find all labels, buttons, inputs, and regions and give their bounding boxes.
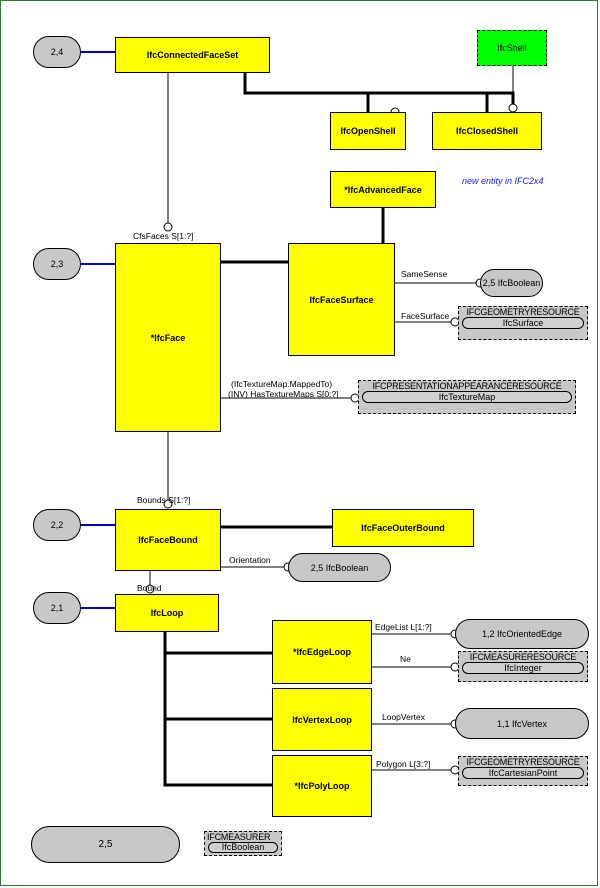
supertype-line-shell (243, 72, 515, 108)
ext-schema-name: IFCMEASURER (207, 832, 271, 842)
attr-texture-mapped-to: (IfcTextureMap.MappedTo) (231, 379, 333, 389)
attr-orientation: Orientation (229, 555, 271, 565)
attr-edge-list: EdgeList L[1:?] (375, 622, 432, 632)
cfs-faces-circle (163, 222, 173, 232)
ext-schema-name: IFCGEOMETRYRESOURCE (466, 307, 580, 317)
ext-ref-ifc-cartesian-point[interactable]: IFCGEOMETRYRESOURCE IfcCartesianPoint (458, 756, 588, 786)
ext-schema-name: IFCMEASURERESOURCE (469, 652, 577, 662)
attr-bound: Bound (137, 583, 162, 593)
page-ref-2-4[interactable]: 2,4 (33, 36, 81, 68)
attr-polygon: Polygon L[3:?] (376, 759, 431, 769)
page-ref-2-2[interactable]: 2,2 (33, 509, 81, 541)
attr-same-sense: SameSense (401, 269, 448, 279)
entity-ifc-face[interactable]: *IfcFace (115, 243, 221, 432)
entity-ifc-face-surface[interactable]: IfcFaceSurface (288, 243, 395, 356)
entity-ifc-advanced-face[interactable]: *IfcAdvancedFace (330, 171, 436, 208)
entity-ifc-loop[interactable]: IfcLoop (115, 594, 219, 632)
page-ref-2-1[interactable]: 2,1 (33, 592, 81, 624)
bound-circle (145, 584, 155, 594)
type-oriented-edge[interactable]: 1,2 IfcOrientedEdge (455, 619, 589, 649)
attr-ne: Ne (400, 654, 411, 664)
ext-type-name: IfcSurface (462, 317, 584, 329)
ext-type-name: IfcInteger (462, 662, 584, 674)
entity-ifc-vertex-loop[interactable]: IfcVertexLoop (272, 688, 372, 751)
subtype-trunk-loop (163, 632, 272, 787)
type-vertex[interactable]: 1,1 IfcVertex (455, 708, 589, 739)
ext-ref-ifc-integer[interactable]: IFCMEASURERESOURCE IfcInteger (458, 651, 588, 682)
ext-schema-name: IFCPRESENTATIONAPPEARANCERESOURCE (372, 381, 562, 391)
ext-ref-ifc-surface[interactable]: IFCGEOMETRYRESOURCE IfcSurface (458, 306, 588, 340)
type-same-sense-boolean[interactable]: 2,5 IfcBoolean (480, 269, 543, 297)
ext-schema-name: IFCGEOMETRYRESOURCE (466, 757, 580, 767)
type-orientation-boolean[interactable]: 2,5 IfcBoolean (288, 553, 391, 582)
attr-cfs-faces: CfsFaces S[1:?] (133, 231, 194, 241)
entity-ifc-open-shell[interactable]: IfcOpenShell (330, 112, 406, 150)
select-circle-closed (508, 103, 518, 113)
ext-ref-ifc-boolean[interactable]: IFCMEASURER IfcBoolean (204, 831, 282, 856)
bounds-circle (163, 499, 173, 509)
attr-has-texture-maps: (INV) HasTextureMaps S[0:?] (228, 389, 339, 399)
page-ref-2-5[interactable]: 2,5 (31, 826, 180, 863)
ext-type-name: IfcBoolean (208, 842, 278, 853)
ext-ref-ifc-texture-map[interactable]: IFCPRESENTATIONAPPEARANCERESOURCE IfcTex… (358, 380, 576, 414)
entity-ifc-face-outer-bound[interactable]: IfcFaceOuterBound (332, 509, 474, 547)
attr-loop-vertex: LoopVertex (382, 712, 426, 722)
attr-bounds: Bounds S[1:?] (137, 495, 191, 505)
entity-ifc-edge-loop[interactable]: *IfcEdgeLoop (272, 620, 372, 684)
page-ref-2-3[interactable]: 2,3 (33, 248, 81, 280)
new-entity-note: new entity in IFC2x4 (462, 176, 544, 186)
entity-ifc-poly-loop[interactable]: *IfcPolyLoop (272, 755, 372, 817)
ext-type-name: IfcTextureMap (362, 391, 572, 403)
ext-type-name: IfcCartesianPoint (462, 767, 584, 779)
entity-ifc-closed-shell[interactable]: IfcClosedShell (432, 112, 542, 150)
entity-ifc-connected-face-set[interactable]: IfcConnectedFaceSet (115, 37, 270, 73)
entity-ifc-shell[interactable]: IfcShell (477, 30, 547, 66)
entity-ifc-face-bound[interactable]: IfcFaceBound (115, 509, 221, 571)
attr-face-surface: FaceSurface (401, 311, 450, 321)
